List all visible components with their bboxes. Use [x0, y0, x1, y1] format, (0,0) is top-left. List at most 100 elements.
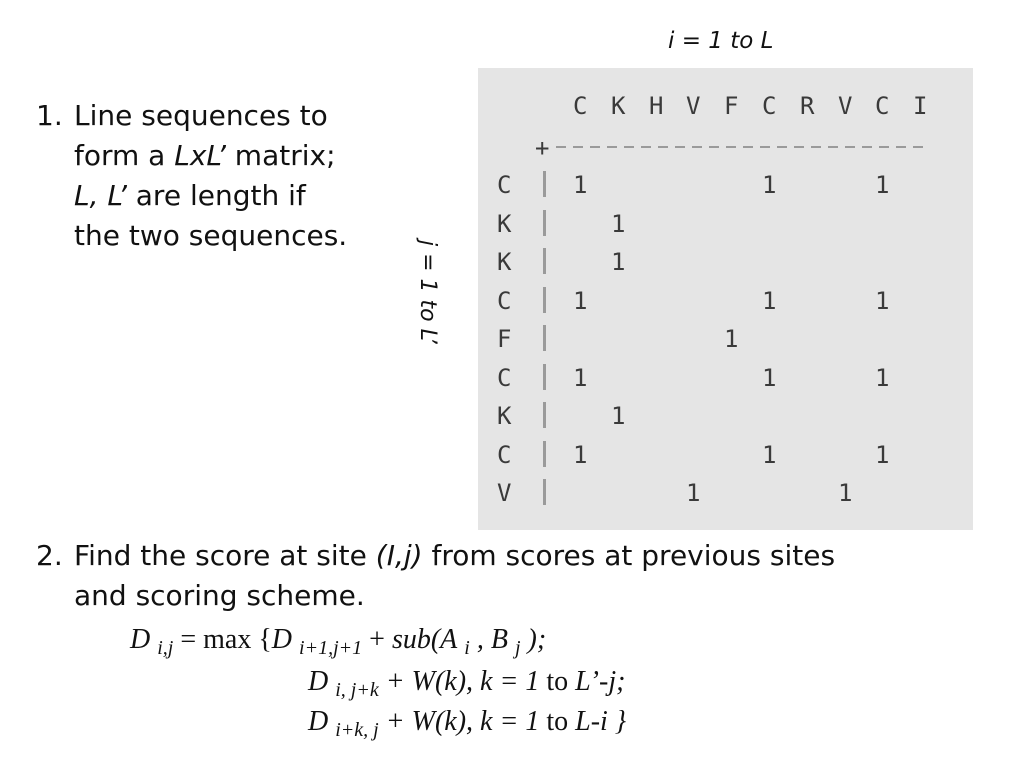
formula-sub-fn: sub(A — [391, 624, 458, 655]
row-header-6: K — [497, 402, 512, 430]
j-axis-label: j = 1 to L’ — [415, 240, 440, 344]
matrix-divider-dash — [879, 146, 889, 148]
formula-d: D — [130, 624, 151, 655]
column-header-5: C — [762, 92, 777, 120]
match-cell: 1 — [762, 364, 777, 392]
row-header-4: F — [497, 325, 512, 353]
i-axis-label: i = 1 to L — [668, 28, 774, 54]
formula-sub-ij: i,j — [157, 637, 174, 659]
formula-sub-line2: i, j+k — [335, 679, 379, 701]
match-cell: 1 — [838, 479, 853, 507]
matrix-divider-dash — [794, 146, 804, 148]
row-header-5: C — [497, 364, 512, 392]
match-cell: 1 — [724, 325, 739, 353]
matrix-row-bar — [543, 325, 546, 351]
formula-line-2: D i, j+k + W(k), k = 1 to L’-j; — [308, 666, 625, 706]
point-2-number: 2. — [36, 539, 63, 572]
formula-to-line3: to — [546, 706, 569, 737]
point-1-line-2: form a LxL’ matrix; — [74, 136, 347, 176]
matrix-divider-dash — [590, 146, 600, 148]
formula-b: , B — [469, 624, 508, 655]
match-cell: 1 — [875, 441, 890, 469]
point-1-line-2-c: matrix; — [225, 139, 336, 172]
column-header-3: V — [686, 92, 701, 120]
point-1-text: Line sequences to form a LxL’ matrix; L,… — [74, 96, 347, 256]
matrix-divider-dash — [658, 146, 668, 148]
matrix-plus: + — [535, 134, 550, 162]
formula-plus: + — [362, 624, 392, 655]
formula-sub-diag: i+1,j+1 — [299, 637, 363, 659]
matrix-divider-dash — [726, 146, 736, 148]
row-header-0: C — [497, 171, 512, 199]
point-1-lxl: LxL’ — [174, 139, 226, 172]
column-header-4: F — [724, 92, 739, 120]
matrix-divider-dash — [692, 146, 702, 148]
formula-line-1: D i,j = max {D i+1,j+1 + sub(A i , B j )… — [130, 624, 546, 664]
matrix-divider-dash — [828, 146, 838, 148]
row-header-3: C — [497, 287, 512, 315]
match-cell: 1 — [573, 364, 588, 392]
point-2-line-1: Find the score at site (I,j) from scores… — [74, 536, 835, 576]
formula-sub-i: i — [464, 637, 470, 659]
matrix-divider-dash — [556, 146, 566, 148]
matrix-divider-dash — [760, 146, 770, 148]
match-cell: 1 — [611, 210, 626, 238]
match-cell: 1 — [573, 287, 588, 315]
match-cell: 1 — [762, 171, 777, 199]
column-header-7: V — [838, 92, 853, 120]
point-1-line-4: the two sequences. — [74, 219, 348, 252]
formula-max: = max { — [173, 624, 272, 655]
matrix-divider-dash — [573, 146, 583, 148]
formula-d2: D — [271, 624, 293, 655]
row-header-8: V — [497, 479, 512, 507]
row-header-7: C — [497, 441, 512, 469]
formula-to-line2: to — [546, 666, 569, 697]
matrix-divider-dash — [862, 146, 872, 148]
matrix-row-bar — [543, 441, 546, 467]
point-1-line-1: Line sequences to — [74, 99, 328, 132]
point-1-l-lprime: L, L’ — [74, 179, 127, 212]
match-cell: 1 — [875, 364, 890, 392]
point-2-line-2: and scoring scheme. — [74, 579, 365, 612]
match-cell: 1 — [573, 441, 588, 469]
formula-w-line2: + W(k), k = 1 — [378, 666, 547, 697]
match-cell: 1 — [875, 287, 890, 315]
formula-d-line2: D — [308, 666, 329, 697]
matrix-row-bar — [543, 402, 546, 428]
column-header-1: K — [611, 92, 626, 120]
formula-sub-j: j — [514, 637, 521, 659]
matrix-divider-dash — [743, 146, 753, 148]
column-header-0: C — [573, 92, 588, 120]
match-cell: 1 — [573, 171, 588, 199]
match-cell: 1 — [875, 171, 890, 199]
match-cell: 1 — [686, 479, 701, 507]
point-2-site: (I,j) — [375, 539, 423, 572]
matrix-row-bar — [543, 210, 546, 236]
matrix-divider-dash — [845, 146, 855, 148]
row-header-1: K — [497, 210, 512, 238]
formula-end-1: ); — [520, 624, 547, 655]
match-cell: 1 — [762, 287, 777, 315]
matrix-divider-dash — [709, 146, 719, 148]
match-cell: 1 — [762, 441, 777, 469]
row-header-2: K — [497, 248, 512, 276]
column-header-6: R — [800, 92, 815, 120]
point-2-text: Find the score at site (I,j) from scores… — [74, 536, 835, 616]
point-1-line-2-a: form a — [74, 139, 175, 172]
matrix-divider-dash — [607, 146, 617, 148]
column-header-9: I — [913, 92, 928, 120]
matrix-row-bar — [543, 171, 546, 197]
matrix-divider-dash — [896, 146, 906, 148]
column-header-8: C — [875, 92, 890, 120]
point-1-number: 1. — [36, 99, 63, 132]
matrix-divider-dash — [675, 146, 685, 148]
formula-line-3: D i+k, j + W(k), k = 1 to L-i } — [308, 706, 626, 746]
matrix-row-bar — [543, 248, 546, 274]
column-header-2: H — [649, 92, 664, 120]
formula-end-line2: L’-j; — [568, 666, 626, 697]
point-2-line-1-a: Find the score at site — [74, 539, 376, 572]
formula-w-line3: + W(k), k = 1 — [378, 706, 547, 737]
formula-d-line3: D — [308, 706, 329, 737]
matrix-divider-dash — [811, 146, 821, 148]
point-2-line-1-c: from scores at previous sites — [422, 539, 836, 572]
